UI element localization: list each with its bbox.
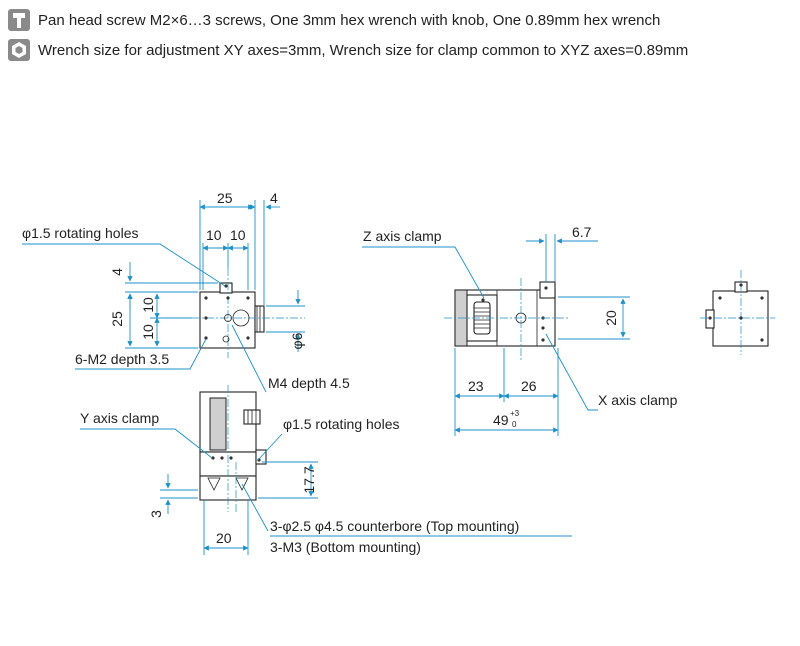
label-rotating-holes-top: φ1.5 rotating holes [22,225,138,241]
front-view: Y axis clamp φ1.5 rotating holes 17.7 3 … [80,385,572,555]
label-x-axis-clamp: X axis clamp [598,392,678,408]
dim-3: 3 [148,510,164,518]
dim-10-left-b: 10 [140,324,156,340]
dim-10-b: 10 [230,227,246,243]
dim-25-top: 25 [217,190,233,206]
dim-26: 26 [521,378,537,394]
dim-20-side: 20 [603,310,619,326]
dim-10-left-a: 10 [140,297,156,313]
label-z-axis-clamp: Z axis clamp [363,228,442,244]
dim-25-left: 25 [109,311,125,327]
note-row-screws: Pan head screw M2×6…3 screws, One 3mm he… [8,8,660,32]
top-view-body [199,291,256,349]
dim-6-7: 6.7 [572,224,592,240]
top-view-tab [219,282,233,294]
m4-hole [232,309,250,327]
dim-phi6: φ6 [289,332,305,349]
dim-49-tol-lower: 0 [512,420,517,429]
note-text-wrench: Wrench size for adjustment XY axes=3mm, … [38,41,689,59]
screw-icon [8,9,30,31]
dim-23: 23 [468,378,484,394]
dim-10-a: 10 [206,227,222,243]
dim-4-top: 4 [270,190,278,206]
dim-17-7: 17.7 [301,466,317,493]
right-view [700,270,775,355]
label-y-axis-clamp: Y axis clamp [80,410,159,426]
dim-49-tol-upper: +3 [510,409,520,418]
top-view: 25 4 10 10 4 25 10 10 φ6 φ1.5 r [22,190,350,393]
note-row-wrench: Wrench size for adjustment XY axes=3mm, … [8,38,688,62]
dim-4-left: 4 [109,268,125,276]
hex-wrench-icon [8,39,30,61]
top-view-knob [254,305,265,333]
label-m3: 3-M3 (Bottom mounting) [270,539,421,555]
label-counterbore: 3-φ2.5 φ4.5 counterbore (Top mounting) [270,518,519,534]
label-m2-depth: 6-M2 depth 3.5 [75,351,169,367]
note-text-screws: Pan head screw M2×6…3 screws, One 3mm he… [38,11,661,29]
dim-49: 49 [493,412,509,428]
side-view: Z axis clamp 6.7 20 23 26 49 +3 0 X axis… [362,224,678,436]
label-m4-depth: M4 depth 4.5 [268,375,350,391]
dim-20-front: 20 [216,530,232,546]
label-rotating-holes-front: φ1.5 rotating holes [283,416,399,432]
